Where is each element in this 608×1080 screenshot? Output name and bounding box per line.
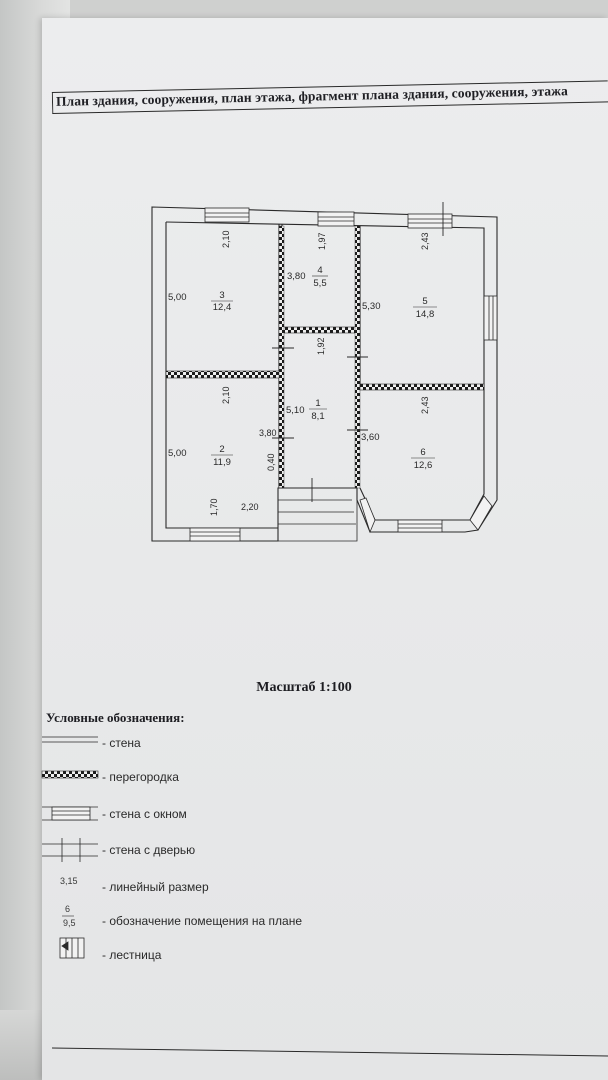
- legend-label-room-designation: - обозначение помещения на плане: [102, 914, 302, 928]
- legend-room-area-sample: 9,5: [63, 918, 76, 928]
- legend-label-stairs: - лестница: [102, 948, 162, 962]
- svg-text:12,4: 12,4: [213, 302, 232, 313]
- partitions: [165, 225, 485, 489]
- svg-text:0,40: 0,40: [266, 453, 276, 471]
- svg-text:3,60: 3,60: [361, 432, 380, 443]
- legend-stairs-symbol: [59, 937, 85, 959]
- legend-dimension-sample: 3,15: [60, 876, 78, 886]
- doors: [272, 202, 444, 502]
- svg-text:2,10: 2,10: [221, 230, 231, 248]
- windows: [189, 207, 498, 542]
- legend-label-dimension: - линейный размер: [102, 880, 209, 894]
- svg-text:2: 2: [219, 444, 224, 455]
- legend-title: Условные обозначения:: [46, 710, 185, 725]
- svg-text:2,43: 2,43: [420, 396, 430, 414]
- svg-text:5,00: 5,00: [168, 292, 187, 303]
- svg-text:3,80: 3,80: [259, 428, 277, 438]
- svg-text:1,97: 1,97: [317, 232, 327, 250]
- legend-partition-symbol: [41, 770, 99, 779]
- svg-text:6: 6: [420, 447, 425, 458]
- room-label-6: 6 12,6 3,60: [361, 432, 435, 471]
- svg-text:5,10: 5,10: [286, 405, 305, 416]
- legend-label-window-wall: - стена с окном: [102, 807, 187, 821]
- svg-text:1,70: 1,70: [209, 498, 219, 516]
- room-label-2: 2 11,9 5,00: [168, 444, 233, 468]
- svg-text:3,80: 3,80: [287, 271, 306, 282]
- legend-label-partition: - перегородка: [102, 770, 179, 784]
- svg-text:5,00: 5,00: [168, 448, 187, 459]
- svg-text:8,1: 8,1: [311, 411, 324, 422]
- svg-text:11,9: 11,9: [213, 457, 231, 468]
- svg-text:4: 4: [317, 265, 322, 276]
- room-label-1: 1 8,1 5,10: [286, 398, 327, 422]
- legend-label-wall: - стена: [102, 736, 141, 750]
- legend-symbols: [41, 736, 99, 959]
- svg-text:1,92: 1,92: [316, 337, 326, 355]
- dimension-labels: 2,10 2,10 1,97 1,92 2,43 2,43 0,40 1,70 …: [209, 230, 430, 516]
- bottom-rule: [51, 1047, 608, 1057]
- scale-label: Масштаб 1:100: [256, 680, 352, 695]
- legend-window-symbol: [42, 806, 98, 821]
- svg-text:5,5: 5,5: [313, 278, 326, 289]
- svg-text:2,10: 2,10: [221, 386, 231, 404]
- room-label-4: 4 5,5 3,80: [287, 265, 328, 289]
- legend-room-number-sample: 6: [65, 904, 71, 914]
- legend-label-door-wall: - стена с дверью: [102, 843, 196, 857]
- document-sheet: [42, 18, 608, 1080]
- svg-text:2,20: 2,20: [241, 502, 259, 512]
- svg-text:3: 3: [219, 290, 224, 301]
- room-label-5: 5 14,8 5,30: [362, 296, 437, 320]
- legend-door-symbol: [42, 838, 98, 862]
- svg-text:5: 5: [422, 296, 427, 307]
- svg-text:2,43: 2,43: [420, 232, 430, 250]
- stairs: [278, 487, 358, 542]
- svg-text:1: 1: [315, 398, 320, 409]
- room-label-3: 3 12,4 5,00: [168, 290, 233, 313]
- svg-text:14,8: 14,8: [416, 309, 435, 320]
- svg-text:12,6: 12,6: [414, 460, 433, 471]
- interior-walls: [278, 224, 361, 488]
- svg-text:5,30: 5,30: [362, 301, 381, 312]
